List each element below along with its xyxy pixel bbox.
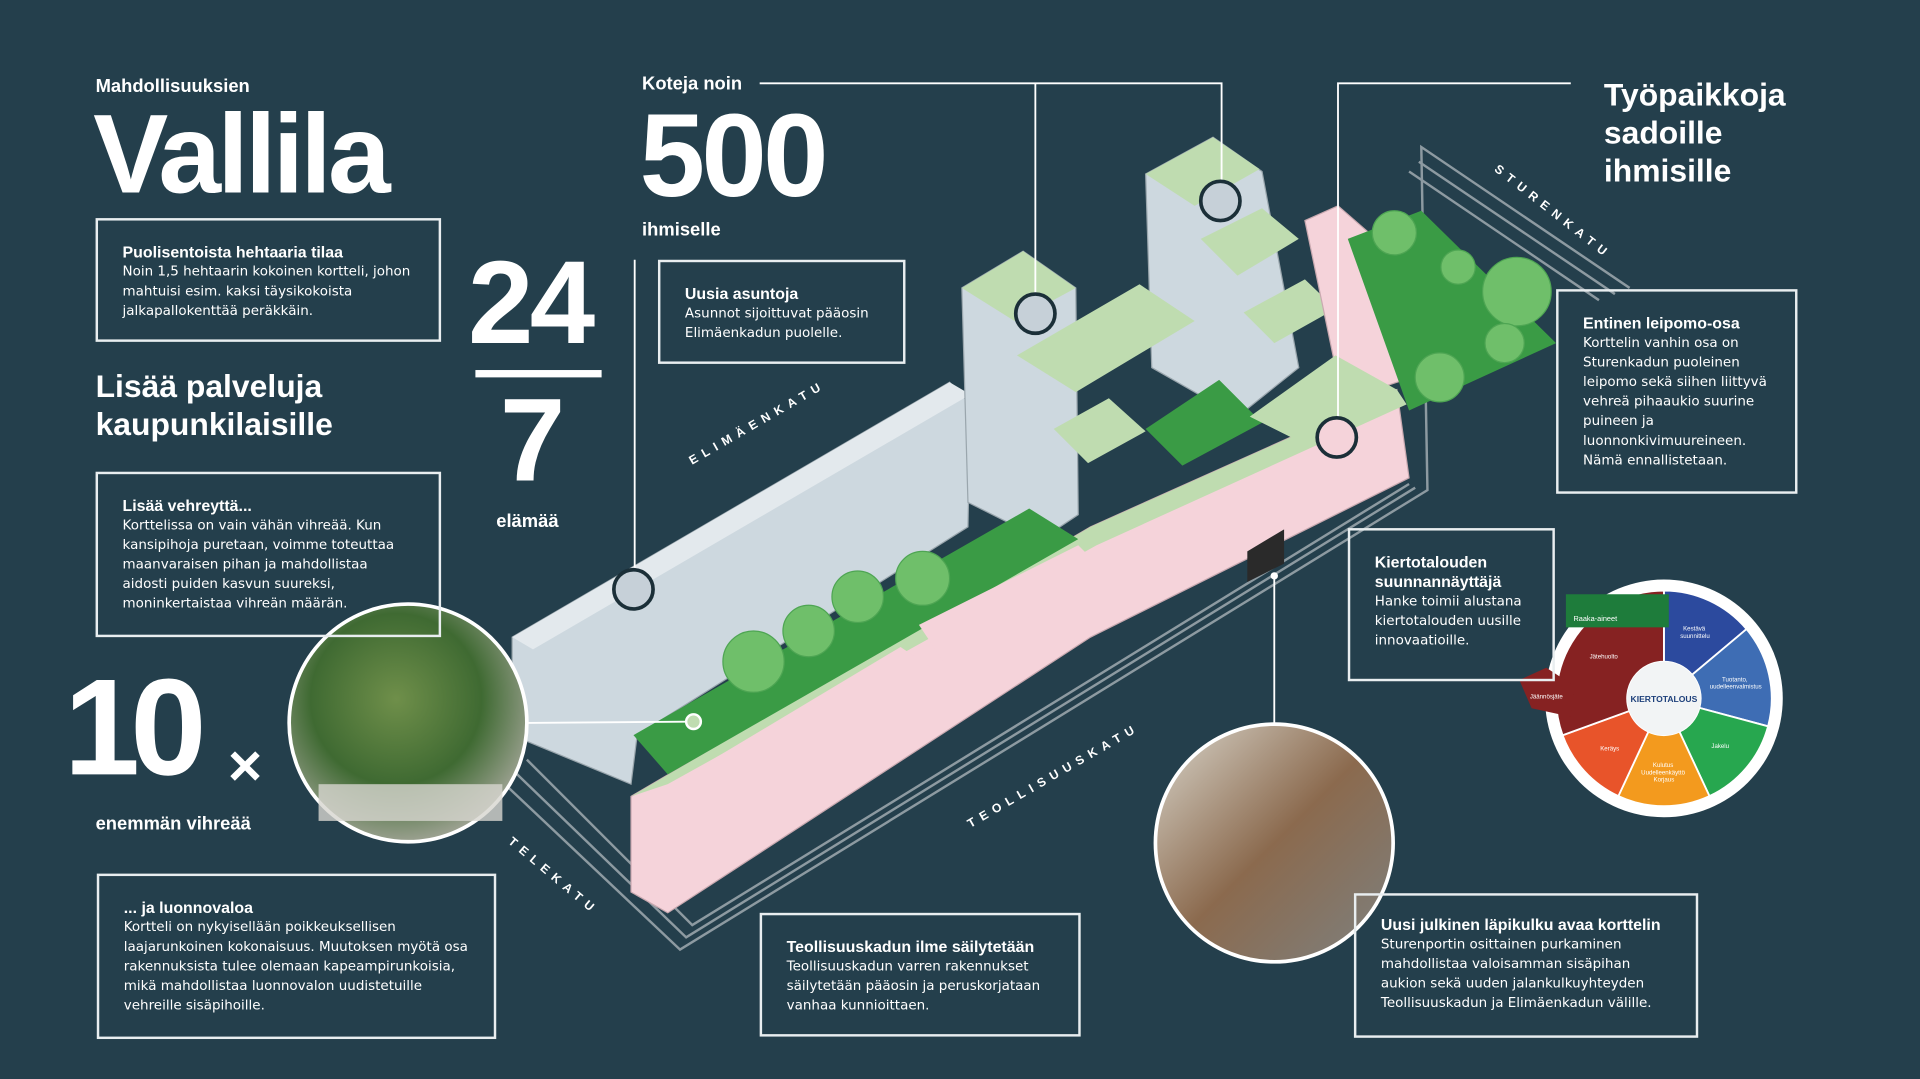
green-multiplier: 10 bbox=[63, 650, 207, 804]
courtyard-green bbox=[633, 508, 1079, 775]
tree bbox=[895, 550, 951, 606]
box-title: Entinen leipomo-osa bbox=[1583, 313, 1740, 333]
box-title: Uusi julkinen läpikulku avaa korttelin bbox=[1380, 915, 1661, 934]
wheel-residual-label: Jäännösjäte bbox=[1530, 693, 1564, 700]
green-roof bbox=[1249, 355, 1397, 442]
wheel-center-label: KIERTOTALOUS bbox=[1631, 694, 1698, 704]
homes-suffix: ihmiselle bbox=[642, 219, 721, 241]
green-label: enemmän vihreää bbox=[95, 813, 251, 835]
box-text: Asunnot sijoittuvat pääosin Elimäenkadun… bbox=[684, 305, 869, 341]
jobs-title: Työpaikkoja sadoille ihmisille bbox=[1603, 75, 1786, 189]
box-title: ... ja luonnovaloa bbox=[123, 898, 253, 917]
fraction-bar bbox=[475, 370, 602, 378]
box-title: Puolisentoista hehtaaria tilaa bbox=[122, 242, 343, 261]
green-roof bbox=[1243, 279, 1336, 344]
passage-entrance bbox=[1247, 529, 1285, 583]
info-box-greenery: Lisää vehreyttä... Korttelissa on vain vä… bbox=[95, 471, 442, 638]
street-outlines bbox=[503, 144, 1631, 952]
pink-roof bbox=[918, 545, 1109, 662]
tree bbox=[1414, 352, 1465, 403]
aerial-photo bbox=[1153, 722, 1395, 964]
green-roof bbox=[1200, 208, 1299, 276]
park-photo-plaza bbox=[318, 784, 503, 821]
wheel-center bbox=[1627, 661, 1701, 736]
tree bbox=[1440, 249, 1476, 285]
wheel-raw-materials-tab bbox=[1565, 594, 1669, 628]
wheel-segment-label: Keräys bbox=[1600, 746, 1619, 753]
tree bbox=[831, 570, 885, 624]
box-text: Teollisuuskadun varren rakennukset säily… bbox=[786, 958, 1041, 1014]
tree bbox=[782, 604, 836, 658]
tree bbox=[1481, 256, 1552, 327]
marker-passage bbox=[1270, 572, 1278, 580]
tree bbox=[1371, 210, 1418, 256]
box-text: Sturenportin osittainen purkaminen mahdo… bbox=[1380, 936, 1652, 1011]
trees bbox=[722, 210, 1552, 693]
wheel-segment-label: Kulutus Uudelleenkäyttö Korjaus bbox=[1641, 762, 1687, 784]
page-title: Vallila bbox=[93, 91, 391, 217]
services-title: Lisää palveluja kaupunkilaisille bbox=[95, 367, 333, 443]
green-roof bbox=[1053, 398, 1146, 464]
homes-kicker: Koteja noin bbox=[642, 73, 743, 95]
box-title: Teollisuuskadun ilme säilytetään bbox=[786, 937, 1035, 956]
green-roof bbox=[961, 251, 1076, 322]
green-roof bbox=[1145, 137, 1260, 206]
wheel-raw-label: Raaka-aineet bbox=[1573, 614, 1617, 623]
wheel-segment-label: Jätehuolto bbox=[1590, 654, 1619, 661]
marker-homes bbox=[612, 567, 655, 611]
pink-roof bbox=[671, 646, 932, 809]
marker-jobs bbox=[1315, 415, 1359, 459]
box-title: Lisää vehreyttä... bbox=[122, 496, 252, 515]
box-text: Kortteli on nykyisellään poikkeuksellise… bbox=[123, 918, 468, 1014]
marker-24-7 bbox=[1013, 292, 1057, 336]
box-title: Uusia asuntoja bbox=[684, 284, 799, 303]
leader-lines bbox=[526, 82, 1571, 726]
marker-500 bbox=[1198, 179, 1242, 223]
always-days: 7 bbox=[499, 374, 565, 507]
box-text: Noin 1,5 hehtaarin kokoinen kortteli, jo… bbox=[122, 263, 411, 319]
always-hours: 24 bbox=[468, 237, 595, 369]
box-text: Korttelissa on vain vähän vihreää. Kun k… bbox=[122, 517, 395, 612]
courtyard-north bbox=[1145, 379, 1263, 466]
times-symbol: × bbox=[227, 733, 263, 799]
wheel-segment-label: Kestävä suunnittelu bbox=[1680, 626, 1710, 640]
wheel-segment-label: Tuotanto, uudelleenvalmistus bbox=[1710, 676, 1762, 690]
tower-east bbox=[1145, 136, 1300, 418]
green-roof bbox=[1016, 284, 1195, 393]
box-title: Kiertotalouden suunnannäyttäjä bbox=[1374, 552, 1502, 591]
wheel-segment-label: Jakelu bbox=[1711, 743, 1729, 750]
title-kicker: Mahdollisuuksien bbox=[95, 75, 250, 97]
tree bbox=[722, 630, 785, 693]
box-text: Hanke toimii alustana kiertotalouden uus… bbox=[1374, 593, 1522, 649]
tree bbox=[1484, 322, 1525, 364]
always-label: elämää bbox=[496, 510, 559, 532]
marker-green bbox=[684, 713, 703, 731]
box-text: Korttelin vanhin osa on Sturenkadun puol… bbox=[1583, 334, 1767, 469]
homes-number: 500 bbox=[639, 90, 829, 222]
park-photo bbox=[287, 602, 529, 844]
